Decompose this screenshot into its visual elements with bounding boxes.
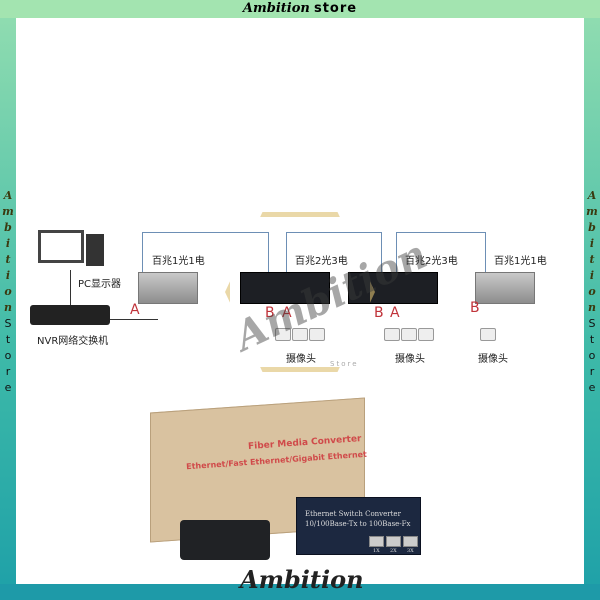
- fiber-line: [142, 232, 269, 292]
- banner-letter: o: [588, 349, 596, 362]
- banner-letter: m: [2, 205, 14, 218]
- banner-letter: i: [5, 237, 11, 250]
- camera-icon: [275, 328, 291, 341]
- banner-letter: A: [3, 189, 13, 202]
- port-b-label: B: [470, 300, 480, 316]
- banner-letter: S: [588, 317, 596, 330]
- converter-label: 百兆1光1电: [152, 256, 205, 267]
- banner-letter: o: [4, 285, 12, 298]
- monitor-icon: [38, 230, 84, 263]
- banner-letter: t: [5, 333, 11, 346]
- top-banner: Ambition store: [0, 0, 600, 18]
- banner-letter: S: [4, 317, 12, 330]
- banner-letter: b: [588, 221, 596, 234]
- pc-tower-icon: [86, 234, 104, 266]
- port-a-label: A: [282, 305, 292, 321]
- banner-letter: o: [4, 349, 12, 362]
- media-converter-4: [475, 272, 535, 304]
- banner-letter: i: [589, 269, 595, 282]
- banner-letter: e: [588, 381, 596, 394]
- camera-icon: [418, 328, 434, 341]
- device-title: Ethernet Switch Converter: [305, 510, 401, 518]
- footer-logo: Ambition: [240, 565, 364, 594]
- bottom-banner: [0, 584, 600, 600]
- cable-line: [70, 270, 71, 310]
- nvr-label: NVR网络交换机: [37, 336, 109, 347]
- camera-icon: [292, 328, 308, 341]
- converter-label: 百兆2光3电: [295, 256, 348, 267]
- nvr-device: [30, 305, 110, 325]
- banner-letter: r: [5, 365, 11, 378]
- pc-label: PC显示器: [78, 279, 122, 290]
- port-label: 3X: [407, 548, 414, 554]
- port-b-label: B: [374, 305, 384, 321]
- port-b-label: B: [265, 305, 275, 321]
- watermark-hexagon: [225, 212, 375, 372]
- rj45-port: [369, 536, 384, 547]
- camera-label: 摄像头: [478, 354, 508, 365]
- port-label: 2X: [390, 548, 397, 554]
- banner-letter: t: [589, 253, 595, 266]
- converter-label: 百兆2光3电: [405, 256, 458, 267]
- banner-letter: n: [4, 301, 12, 314]
- media-converter-2: [240, 272, 330, 304]
- switch-converter-device: Ethernet Switch Converter 10/100Base-Tx …: [296, 497, 421, 555]
- banner-letter: o: [588, 285, 596, 298]
- power-adapter: [180, 520, 270, 560]
- camera-label: 摄像头: [286, 354, 316, 365]
- banner-letter: e: [4, 381, 12, 394]
- banner-letter: A: [587, 189, 597, 202]
- cable-line: [110, 319, 158, 320]
- banner-letter: b: [4, 221, 12, 234]
- port-a-label: A: [390, 305, 400, 321]
- port-a-label: A: [130, 302, 140, 318]
- rj45-port: [403, 536, 418, 547]
- banner-letter: i: [589, 237, 595, 250]
- banner-letter: m: [586, 205, 598, 218]
- camera-icon: [384, 328, 400, 341]
- banner-letter: n: [588, 301, 596, 314]
- brand-script: Ambition: [242, 1, 310, 16]
- media-converter-3: [348, 272, 438, 304]
- fiber-line: [396, 232, 486, 292]
- port-label: 1X: [373, 548, 380, 554]
- converter-label: 百兆1光1电: [494, 256, 547, 267]
- camera-icon: [309, 328, 325, 341]
- rj45-port: [386, 536, 401, 547]
- banner-letter: r: [589, 365, 595, 378]
- fiber-line: [286, 232, 382, 292]
- banner-letter: t: [5, 253, 11, 266]
- brand-suffix: store: [313, 1, 358, 16]
- banner-letter: t: [589, 333, 595, 346]
- camera-icon: [480, 328, 496, 341]
- banner-letter: i: [5, 269, 11, 282]
- media-converter-1: [138, 272, 198, 304]
- camera-label: 摄像头: [395, 354, 425, 365]
- camera-icon: [401, 328, 417, 341]
- watermark-sub: Store: [330, 360, 359, 368]
- device-subtitle: 10/100Base-Tx to 100Base-Fx: [305, 520, 411, 528]
